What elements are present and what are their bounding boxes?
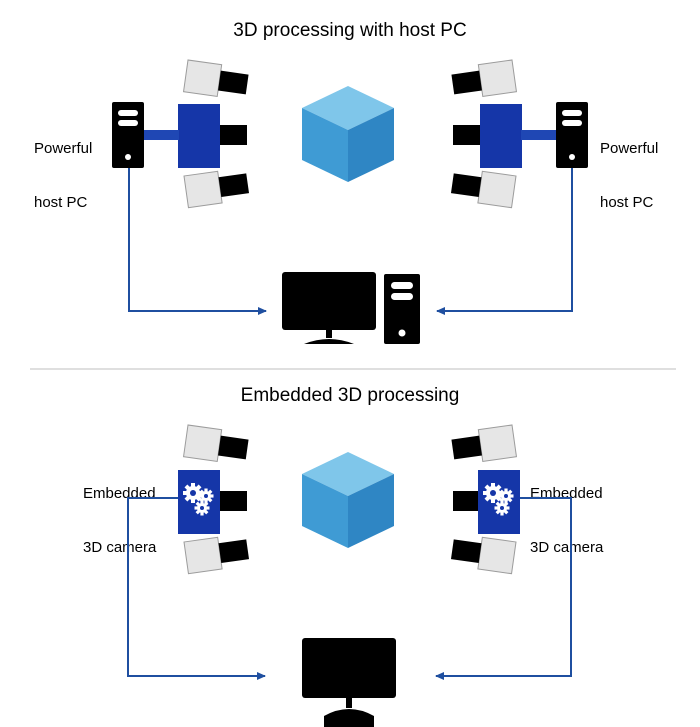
right-bottom-top-camera-head: [450, 424, 517, 466]
left-bottom-middle-camera-lens: [219, 491, 247, 511]
right-bottom-lower-camera-head: [449, 532, 517, 575]
left-host-pc-label-line1: Powerful: [34, 140, 93, 157]
top-3d-object-cube: [302, 86, 394, 182]
left-bottom-camera-head: [183, 166, 251, 209]
left-host-pc-label: Powerful host PC: [34, 104, 92, 230]
left-host-pc-label-line2: host PC: [34, 194, 88, 211]
top-section-title: 3D processing with host PC: [233, 20, 467, 41]
bottom-monitor-icon: [302, 638, 396, 727]
right-host-pc-label-line2: host PC: [600, 194, 654, 211]
left-embedded-camera-label-line2: 3D camera: [83, 539, 157, 556]
left-bottom-lower-camera-head: [183, 532, 251, 575]
right-bottom-middle-camera-lens: [453, 491, 481, 511]
right-host-pc-label-line1: Powerful: [600, 140, 659, 157]
workstation-tower-icon: [384, 274, 420, 344]
left-blue-camera-unit: [178, 104, 220, 168]
right-host-pc-label: Powerful host PC: [600, 104, 658, 230]
right-top-camera-head: [450, 59, 517, 101]
left-camera-to-monitor-arrow: [127, 497, 266, 680]
left-top-camera-head: [183, 59, 250, 101]
right-embedded-camera-label-line2: 3D camera: [530, 539, 604, 556]
bottom-section-title: Embedded 3D processing: [240, 385, 460, 406]
right-pc-connector-cable: [521, 130, 557, 140]
right-embedded-camera-unit: [478, 470, 520, 534]
left-pc-connector-cable: [143, 130, 179, 140]
right-host-pc-tower-icon: [556, 102, 588, 168]
left-middle-camera-lens: [219, 125, 247, 145]
left-host-pc-tower-icon: [112, 102, 144, 168]
right-blue-camera-unit: [480, 104, 522, 168]
left-embedded-camera-unit: [178, 470, 220, 534]
bottom-3d-object-cube: [302, 452, 394, 548]
right-pc-to-workstation-arrow: [436, 168, 573, 315]
right-camera-to-monitor-arrow: [435, 497, 572, 680]
left-pc-to-workstation-arrow: [128, 168, 267, 315]
workstation-monitor-icon: [282, 272, 376, 344]
right-bottom-camera-head: [449, 166, 517, 209]
left-bottom-top-camera-head: [183, 424, 250, 466]
right-middle-camera-lens: [453, 125, 481, 145]
